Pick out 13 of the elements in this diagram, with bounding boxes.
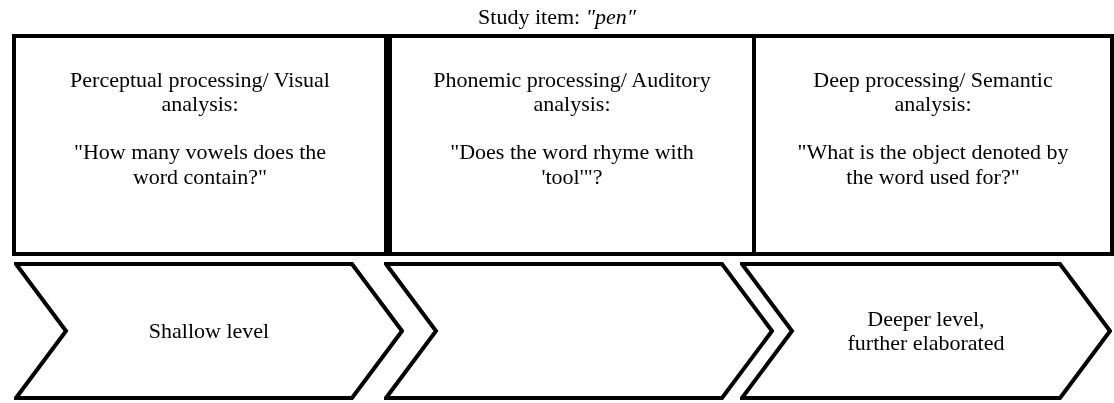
level-band [14, 262, 404, 400]
level-label: Shallow level [147, 318, 271, 344]
processing-level-box [12, 34, 388, 256]
box-heading: Phonemic processing/ Auditory analysis: [432, 68, 712, 117]
diagram-title: Study item: "pen" [477, 4, 637, 30]
box-heading: Deep processing/ Semantic analysis: [812, 68, 1054, 117]
level-label: Deeper level, further elaborated [846, 306, 1006, 356]
level-band [740, 262, 1112, 400]
box-heading: Perceptual processing/ Visual analysis: [69, 68, 331, 117]
level-band [384, 262, 774, 400]
example-question: "Does the word rhyme with 'tool'"? [449, 140, 695, 189]
example-question: "What is the object denoted by the word used for?" [796, 140, 1070, 189]
example-question: "How many vowels does the word contain?" [72, 140, 328, 189]
